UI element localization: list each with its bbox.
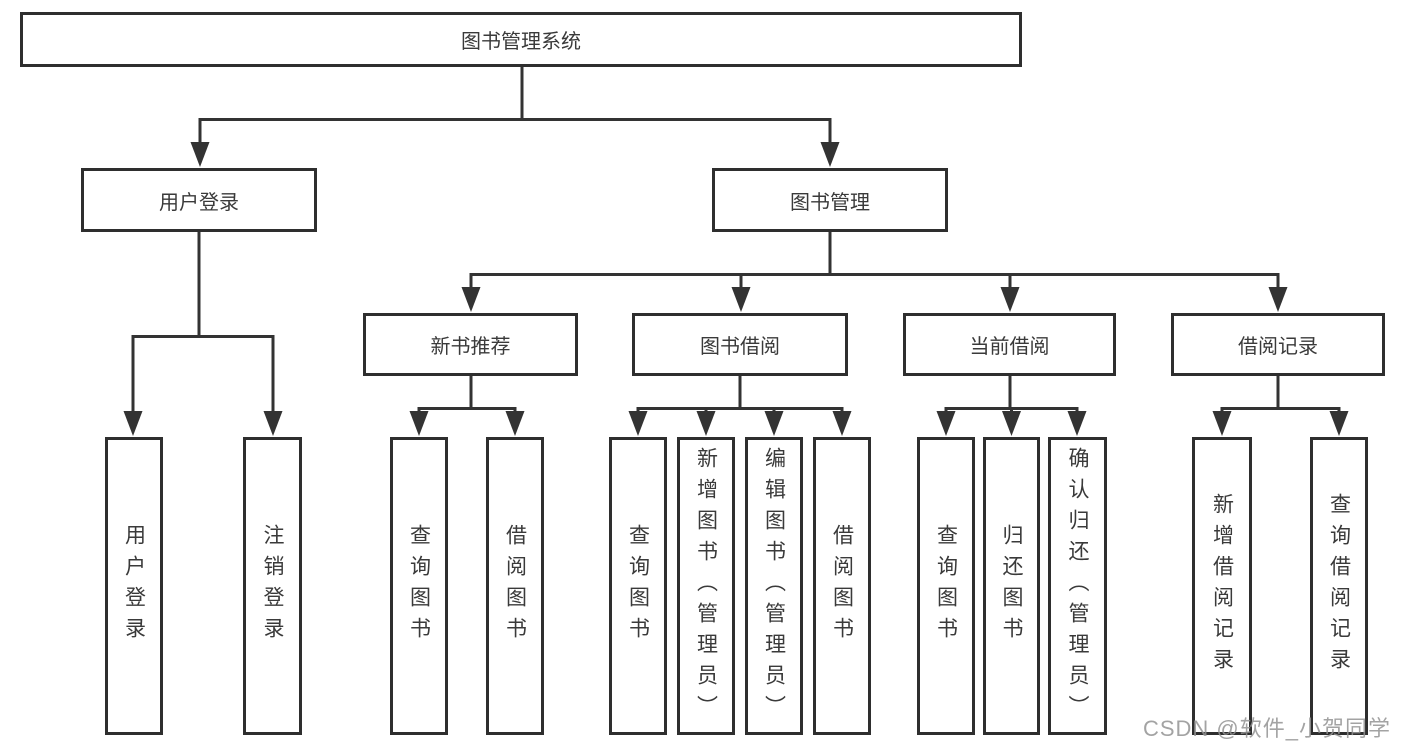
leaf-borrow-borrow-book: 借阅图书: [813, 437, 871, 735]
node-new-book-recommend: 新书推荐: [363, 313, 578, 376]
leaf-newrec-borrow-book: 借阅图书: [486, 437, 544, 735]
leaf-borrow-add-book-admin: 新增图书（管理员）: [677, 437, 735, 735]
node-root-system: 图书管理系统: [20, 12, 1022, 67]
leaf-record-query-borrow-record: 查询借阅记录: [1310, 437, 1368, 735]
leaf-borrow-edit-book-admin: 编辑图书（管理员）: [745, 437, 803, 735]
leaf-current-return-book: 归还图书: [983, 437, 1040, 735]
node-book-borrow: 图书借阅: [632, 313, 848, 376]
node-borrow-record: 借阅记录: [1171, 313, 1385, 376]
leaf-newrec-query-book: 查询图书: [390, 437, 448, 735]
leaf-record-add-borrow-record: 新增借阅记录: [1192, 437, 1252, 735]
leaf-current-confirm-return-admin: 确认归还（管理员）: [1048, 437, 1107, 735]
node-book-management: 图书管理: [712, 168, 948, 232]
node-user-login: 用户登录: [81, 168, 317, 232]
leaf-user-login: 用户登录: [105, 437, 163, 735]
leaf-logout: 注销登录: [243, 437, 302, 735]
node-current-borrow: 当前借阅: [903, 313, 1116, 376]
leaf-current-query-book: 查询图书: [917, 437, 975, 735]
leaf-borrow-query-book: 查询图书: [609, 437, 667, 735]
